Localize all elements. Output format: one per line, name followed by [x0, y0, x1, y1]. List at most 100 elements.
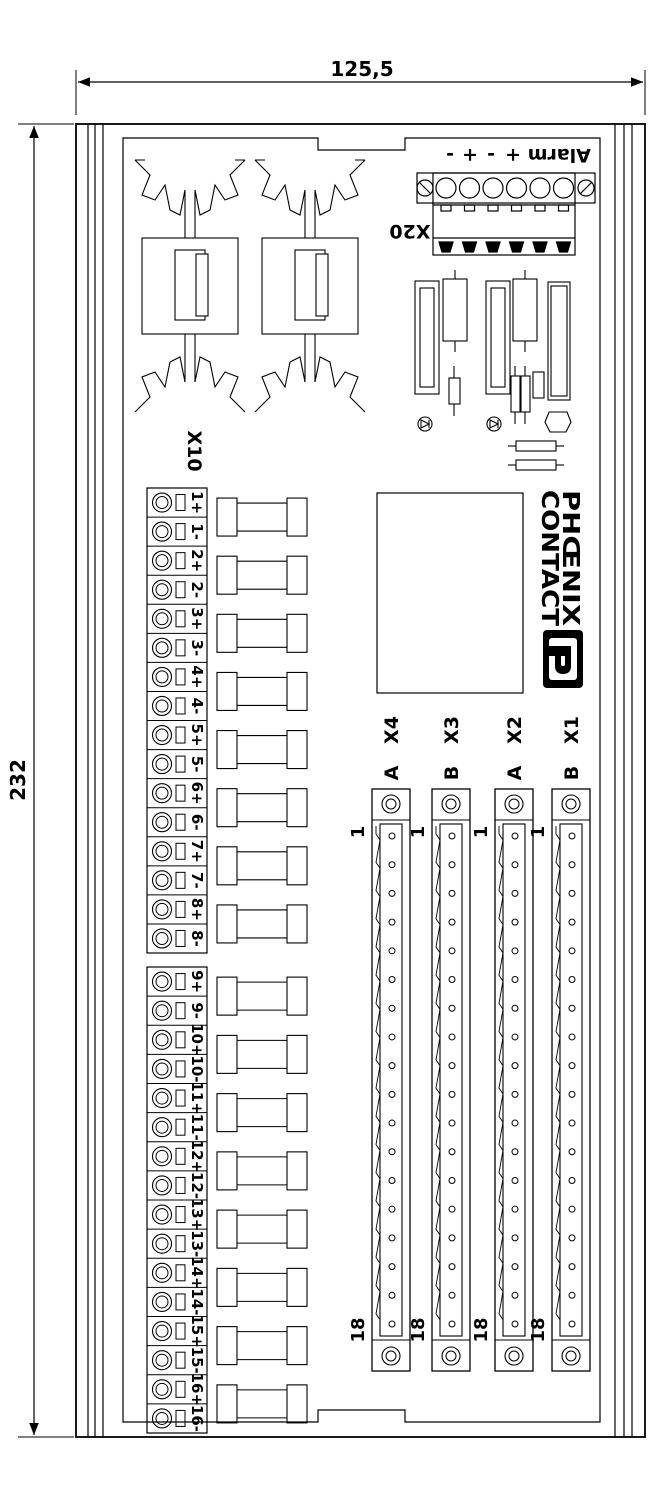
- mounting-screw-inner: [508, 798, 520, 810]
- connector-pin: [511, 1062, 519, 1070]
- connector-pin: [511, 1176, 519, 1184]
- connector-pin: [388, 918, 396, 926]
- connector-pin: [511, 947, 519, 955]
- x10-upper-terminal: 2-: [147, 579, 207, 605]
- connector-pin: [388, 1004, 396, 1012]
- terminal-label: 12-: [188, 1172, 206, 1199]
- fuse: [216, 1151, 308, 1191]
- terminal-label: 10-: [188, 1055, 206, 1082]
- x10-lower-terminal: 14+: [147, 1256, 207, 1290]
- connector-pin: [448, 1291, 456, 1299]
- fuse: [216, 613, 308, 653]
- x20-pin: [532, 241, 548, 253]
- fuse: [216, 788, 308, 828]
- x20-pin-slot: [510, 204, 523, 212]
- terminal-label: 7+: [188, 840, 206, 863]
- mounting-screw-inner: [508, 1350, 520, 1362]
- terminal-block-lower: 9+9-10+10-11+11-12+12-13+13-14+14-15+15-…: [146, 966, 208, 1434]
- x20-pin-slot: [557, 204, 570, 212]
- connector-pin: [511, 861, 519, 869]
- connector-pin: [511, 889, 519, 897]
- width-dimension: 125,5: [75, 57, 646, 115]
- connector-row: A: [504, 765, 526, 780]
- terminal-label: 4+: [188, 665, 206, 688]
- last-pin-label: 18: [528, 1317, 549, 1342]
- connector-pin: [568, 1291, 576, 1299]
- x10-lower-terminal: 13-: [147, 1230, 207, 1259]
- housing: [75, 123, 646, 1438]
- terminal-label: 13+: [188, 1198, 206, 1231]
- connector-pin: [568, 1004, 576, 1012]
- mounting-screw: [381, 794, 401, 814]
- connector-pin: [448, 1033, 456, 1041]
- terminal-label: 1+: [188, 491, 206, 514]
- x10-upper-terminal: 5+: [147, 724, 207, 751]
- x10-lower-terminal: 9-: [147, 1000, 207, 1026]
- mounting-screw-inner: [385, 798, 397, 810]
- terminal-block-upper: 1+1-2+2-3+3-4+4-5+5-6+6-7+7-8+8-: [146, 487, 208, 954]
- height-label: 232: [6, 759, 30, 801]
- x20-signal-labels: Alarm + - + -: [446, 144, 591, 166]
- connector-pin: [511, 1090, 519, 1098]
- terminal-label: 15+: [188, 1314, 206, 1347]
- alarm-plus-label: Alarm +: [505, 144, 591, 166]
- mounting-screw-inner: [565, 798, 577, 810]
- height-dimension: 232: [6, 123, 74, 1438]
- mounting-screw: [561, 794, 581, 814]
- terminal-label: 15-: [188, 1347, 206, 1374]
- x20-screw-opening: [552, 177, 575, 199]
- connector-pin: [568, 1033, 576, 1041]
- fuse: [216, 671, 308, 711]
- connector-pin: [511, 1119, 519, 1127]
- terminal-label: 11+: [188, 1081, 206, 1114]
- connector-pin: [511, 1320, 519, 1328]
- x10-upper-terminal: 1-: [147, 521, 207, 547]
- connector-pin: [388, 947, 396, 955]
- x10-upper-terminal: 3+: [147, 607, 207, 634]
- x10-lower-terminal: 15-: [147, 1347, 207, 1376]
- mounting-screw-inner: [445, 1350, 457, 1362]
- terminal-label: 1-: [188, 523, 206, 540]
- x10-lower-terminal: 12-: [147, 1172, 207, 1201]
- x20-screw-opening: [505, 177, 528, 199]
- connector-pin: [388, 1033, 396, 1041]
- connector-row: B: [561, 766, 583, 780]
- terminal-label: 16-: [188, 1405, 206, 1432]
- x10-lower-terminal: 11+: [147, 1081, 207, 1115]
- terminal-label: 7-: [188, 872, 206, 889]
- connector-pin: [511, 1291, 519, 1299]
- x10-lower-terminal: 11-: [147, 1114, 207, 1143]
- terminal-label: 13-: [188, 1230, 206, 1257]
- terminal-label: 6-: [188, 814, 206, 831]
- x20-terminal: [416, 172, 596, 256]
- terminal-label: 14+: [188, 1256, 206, 1289]
- mounting-screw: [561, 1346, 581, 1366]
- mounting-screw: [381, 1346, 401, 1366]
- x20-screw-opening: [482, 177, 504, 199]
- last-pin-label: 18: [408, 1317, 429, 1342]
- x20-pin: [508, 241, 525, 253]
- connector-pin: [568, 1320, 576, 1328]
- brand-line2: CONTACT: [536, 490, 562, 626]
- connector-pin: [511, 1148, 519, 1156]
- connector-pin: [568, 861, 576, 869]
- mounting-screw-inner: [445, 798, 457, 810]
- connector-pin: [511, 1234, 519, 1242]
- x10-label: X10: [183, 430, 205, 471]
- connector-pin: [448, 1119, 456, 1127]
- x10-upper-terminal: 8-: [147, 928, 207, 954]
- connector-pin: [448, 1176, 456, 1184]
- connector-pin: [568, 1090, 576, 1098]
- first-pin-label: 1: [528, 826, 549, 839]
- connector-pin: [388, 976, 396, 984]
- x20-pin: [555, 241, 572, 253]
- x10-upper-terminal: 5-: [147, 754, 207, 780]
- connector-pin: [511, 832, 519, 840]
- x10-lower-terminal: 15+: [147, 1314, 207, 1348]
- connector-pin: [511, 1033, 519, 1041]
- connector-pin: [388, 1234, 396, 1242]
- connector-pin: [511, 1205, 519, 1213]
